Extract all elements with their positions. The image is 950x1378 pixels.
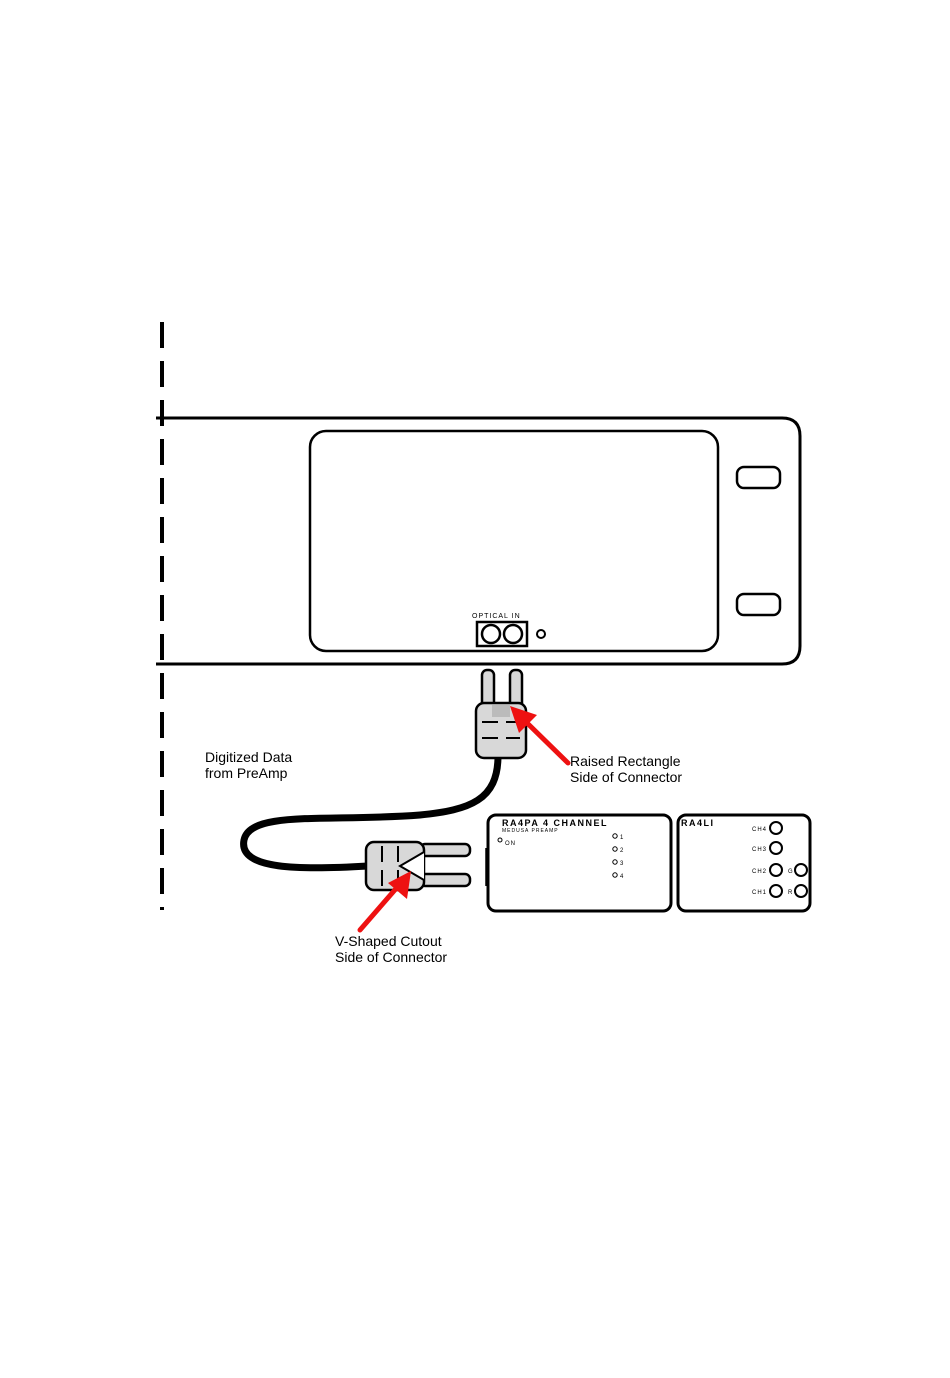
- v-shaped-side-label: Side of Connector: [335, 949, 447, 965]
- preamp-title: RA4PA 4 CHANNEL: [502, 818, 608, 828]
- li-jack: [770, 885, 782, 897]
- preamp-subtitle: MEDUSA PREAMP: [502, 828, 559, 834]
- optical-in-label: OPTICAL IN: [472, 613, 521, 620]
- li-ch-label: CH1: [752, 890, 767, 896]
- li-jack: [770, 842, 782, 854]
- ra4li-module: RA4LI CH4 CH3 CH2 CH1 G R: [678, 815, 810, 911]
- li-ch-label: CH2: [752, 869, 767, 875]
- ra4pa-preamp-module: RA4PA 4 CHANNEL MEDUSA PREAMP ON 1 2 3 4: [486, 815, 671, 911]
- li-jack: [795, 864, 807, 876]
- optical-in-jack-right: [504, 625, 522, 643]
- li-ch-label: CH4: [752, 827, 767, 833]
- preamp-channel-label: 2: [620, 848, 624, 854]
- li-jack: [770, 822, 782, 834]
- digitized-data-label: Digitized Data: [205, 749, 292, 765]
- preamp-channel-label: 1: [620, 835, 624, 841]
- rack-mount-slot-top: [737, 467, 780, 488]
- optical-in-jack-left: [482, 625, 500, 643]
- preamp-on-label: ON: [505, 841, 516, 847]
- preamp-channel-label: 3: [620, 861, 624, 867]
- optical-in-port[interactable]: [477, 622, 527, 646]
- preamp-channel-label: 4: [620, 874, 624, 880]
- optical-in-led: [537, 630, 545, 638]
- li-jack: [795, 885, 807, 897]
- from-preamp-label: from PreAmp: [205, 765, 288, 781]
- li-ch-label: CH3: [752, 847, 767, 853]
- li-title: RA4LI: [681, 818, 715, 828]
- li-side-label: G: [788, 869, 794, 875]
- raised-rectangle-label: Raised Rectangle: [570, 753, 681, 769]
- rack-mount-slot-bottom: [737, 594, 780, 615]
- li-jack: [770, 864, 782, 876]
- li-side-label: R: [788, 890, 793, 896]
- connector-v-shaped-side: [366, 842, 470, 890]
- raised-side-label: Side of Connector: [570, 769, 682, 785]
- v-shaped-cutout-label: V-Shaped Cutout: [335, 933, 442, 949]
